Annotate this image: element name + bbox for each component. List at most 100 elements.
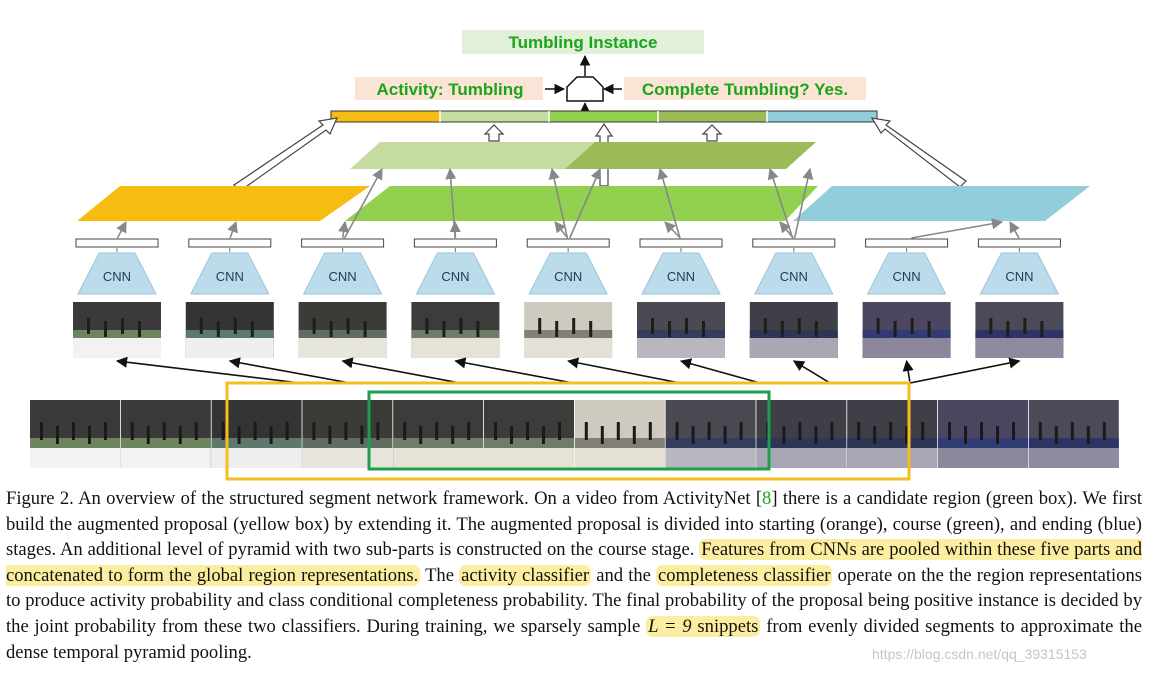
output-label: Tumbling Instance: [509, 33, 658, 52]
video-frame: [302, 400, 393, 468]
sampling-arrow: [567, 357, 681, 384]
cnn-block: [866, 252, 947, 295]
output-label-box: [462, 30, 704, 54]
snippet-feature-box: [526, 238, 610, 248]
cnn-block: [979, 252, 1060, 295]
augmented-proposal-box: [225, 381, 911, 481]
feature-pool-arrow: [569, 167, 602, 239]
stage-course: [345, 186, 818, 221]
video-frame: [847, 400, 938, 468]
citation-link[interactable]: 8: [762, 488, 772, 509]
feature-pool-arrow: [664, 221, 681, 239]
highlight-sample-count: L = 9 snippets: [646, 615, 761, 637]
cnn-label: CNN: [893, 269, 921, 284]
snippet-feature-box: [301, 238, 385, 248]
caption-text-1: Figure 2. An overview of the structured …: [6, 488, 763, 509]
hollow-arrow-ending: [870, 117, 967, 188]
completeness-label-box: [624, 77, 866, 100]
feature-pool-arrow: [554, 221, 569, 239]
snippet-thumbnail: [637, 302, 725, 358]
feature-pool-arrow: [338, 220, 350, 239]
snippet-thumbnail: [749, 302, 838, 358]
video-frame: [938, 400, 1028, 468]
snippet-thumbnail: [411, 302, 500, 358]
activity-label: Activity: Tumbling: [376, 80, 523, 99]
caption-text-3: The: [420, 564, 460, 586]
caption-text-4: and the: [591, 564, 657, 586]
feature-pool-arrow: [911, 218, 1004, 239]
caption-text-5: operate on the the region representation…: [6, 564, 1142, 637]
snippet-feature-box: [413, 238, 497, 248]
caption-text-6: from evenly divided segments to approxim…: [6, 615, 1142, 663]
snippet-thumbnail: [298, 302, 387, 358]
video-frame: [574, 400, 665, 468]
sampling-arrow: [454, 357, 574, 384]
feature-segment-ending: [767, 111, 877, 122]
ssn-framework-diagram: Tumbling Instance Activity: Tumbling Com…: [30, 30, 1119, 481]
hollow-arrow-starting: [233, 117, 338, 192]
feature-pool-arrow: [767, 167, 794, 239]
snippet-feature-box: [977, 238, 1061, 248]
completeness-label: Complete Tumbling? Yes.: [642, 80, 848, 99]
hollow-arrow-sub-2: [701, 124, 723, 142]
global-feature-bar: [330, 110, 878, 123]
math-l-equals-9: L = 9: [648, 615, 692, 637]
activity-label-box: [355, 77, 543, 100]
feature-pool-arrow: [793, 167, 814, 239]
cnn-block: [415, 252, 496, 295]
snippet-thumbnail: [975, 302, 1064, 358]
feature-pool-arrow: [227, 220, 238, 239]
sampling-arrow: [115, 356, 301, 384]
feature-to-stage-arrows: [116, 167, 1020, 239]
figure-caption: Figure 2. An overview of the structured …: [6, 486, 1142, 665]
highlight-snippets: snippets: [691, 615, 759, 637]
cnn-block: [77, 252, 157, 295]
sampling-arrows: [115, 356, 1021, 384]
sampling-arrow: [228, 357, 351, 384]
cnn-label: CNN: [1005, 269, 1033, 284]
feature-segment-course: [549, 111, 658, 122]
sampling-arrow: [679, 358, 761, 384]
snippet-feature-box: [639, 238, 723, 248]
snippet-thumbnails: [73, 302, 1064, 358]
cnn-label: CNN: [554, 269, 582, 284]
sampling-arrow: [792, 360, 831, 384]
sampling-arrow: [341, 357, 461, 384]
feature-segment-course-1: [440, 111, 549, 122]
video-frame: [484, 400, 574, 468]
candidate-region-box: [367, 390, 771, 471]
cnn-block: [753, 252, 834, 295]
video-frame: [1028, 400, 1119, 468]
course-sub-part-1: [350, 142, 600, 169]
snippet-thumbnail: [524, 302, 613, 358]
stage-starting: [77, 186, 370, 221]
feature-pool-arrow: [343, 168, 383, 239]
video-frame-strip: [30, 400, 1119, 468]
snippet-feature-box: [188, 238, 272, 248]
cnn-block: [189, 252, 270, 295]
feature-pool-arrow: [1009, 221, 1020, 239]
video-frame: [665, 400, 756, 468]
video-frame: [393, 400, 484, 468]
caption-text-2: ] there is a candidate region (green box…: [6, 488, 1142, 561]
snippet-features: [75, 238, 1061, 248]
course-sub-part-2: [565, 142, 816, 169]
cnn-label: CNN: [329, 269, 357, 284]
video-frame: [756, 400, 847, 468]
fusion-node: [566, 76, 604, 102]
feature-segment-starting: [331, 111, 440, 122]
feature-pool-arrow: [657, 167, 681, 239]
snippet-feature-box: [752, 238, 836, 248]
video-frame: [120, 400, 211, 468]
cnn-block: [302, 252, 383, 295]
snippet-thumbnail: [862, 302, 951, 358]
highlight-activity-classifier: activity classifier: [459, 564, 592, 586]
snippet-thumbnail: [73, 302, 161, 358]
cnn-label: CNN: [441, 269, 469, 284]
snippet-feature-box: [75, 238, 159, 248]
cnn-label: CNN: [216, 269, 244, 284]
sampling-arrow: [909, 357, 1021, 384]
snippet-feature-box: [865, 238, 949, 248]
hollow-arrow-sub-1: [483, 124, 505, 142]
